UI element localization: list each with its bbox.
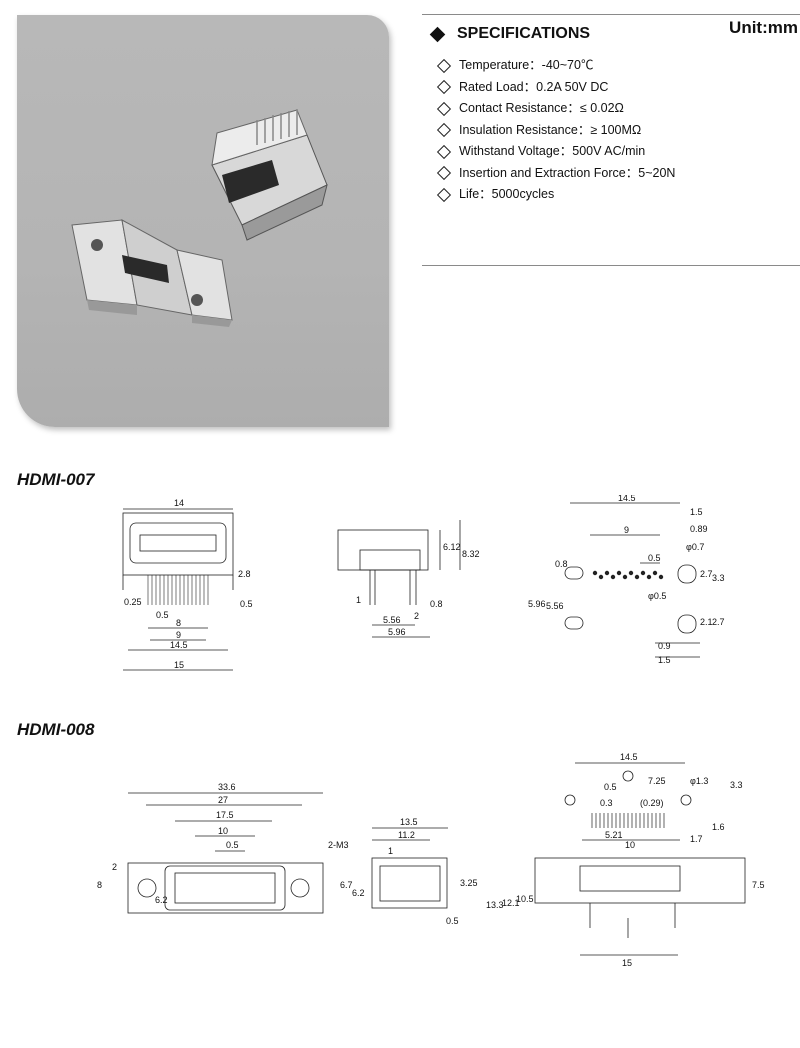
- model-title-hdmi-008: HDMI-008: [17, 720, 95, 739]
- dim-label: 1: [388, 846, 393, 856]
- dim-label: 10.5: [516, 894, 534, 904]
- dim-label: 7.5: [752, 880, 765, 890]
- diamond-bullet-icon: [429, 26, 446, 42]
- dim-label: 15: [174, 660, 184, 670]
- dim-label: 2: [414, 611, 419, 621]
- dim-label: 6.2: [155, 895, 168, 905]
- dim-label: 2.8: [238, 569, 251, 579]
- diamond-outline-icon: [436, 123, 452, 138]
- dim-label: 11.2: [398, 830, 415, 840]
- dim-label: 10: [218, 826, 228, 836]
- dim-label: 6.7: [340, 880, 353, 890]
- dim-label: 0.5: [648, 553, 661, 563]
- dim-label: 0.25: [124, 597, 142, 607]
- dim-label: 13.5: [400, 817, 418, 827]
- dim-label: 0.5: [446, 916, 459, 926]
- dim-label: 3.3: [730, 780, 743, 790]
- spec-item: Rated Load：0.2A 50V DC: [436, 77, 675, 99]
- dim-label: 12.1: [502, 898, 520, 908]
- diamond-outline-icon: [436, 187, 452, 202]
- dim-label: 10: [625, 840, 635, 850]
- dim-label: 33.6: [218, 782, 236, 792]
- dim-label: 1.5: [690, 507, 703, 517]
- dim-label: 5.56: [546, 601, 564, 611]
- dim-label: 0.8: [430, 599, 443, 609]
- diamond-outline-icon: [436, 101, 452, 116]
- dim-label: 0.3: [600, 798, 613, 808]
- diamond-outline-icon: [436, 144, 452, 159]
- product-photo: [17, 15, 389, 427]
- spec-heading: SPECIFICATIONS: [429, 25, 591, 43]
- dim-label: 1.5: [658, 655, 671, 665]
- diamond-outline-icon: [436, 166, 452, 181]
- dim-label: 3.3: [712, 573, 725, 583]
- spec-list: Temperature：-40~70℃ Rated Load：0.2A 50V …: [436, 55, 675, 206]
- model-title-hdmi-007: HDMI-007: [17, 470, 95, 489]
- drawing-hdmi-008: 33.6 27 17.5 10 0.5 2-M3 8 2 6.2 13.5 11…: [97, 752, 765, 968]
- diamond-outline-icon: [436, 58, 452, 73]
- dim-label: 14: [174, 498, 184, 508]
- dim-label: 14.5: [618, 495, 636, 503]
- dim-label: 0.5: [156, 610, 169, 620]
- dim-label: 15: [622, 958, 632, 968]
- connector-illustration: [71, 109, 328, 327]
- dim-label: 9: [624, 525, 629, 535]
- spec-item: Insertion and Extraction Force：5~20N: [436, 163, 675, 185]
- dim-label: 14.5: [170, 640, 188, 650]
- dim-label: 13.3: [486, 900, 504, 910]
- dim-label: 14.5: [620, 752, 638, 762]
- dim-label: 8.32: [462, 549, 480, 559]
- dim-label: φ1.3: [690, 776, 708, 786]
- dim-label: 2-M3: [328, 840, 349, 850]
- dim-label: 2: [112, 862, 117, 872]
- dim-label: 5.21: [605, 830, 623, 840]
- spec-item: Contact Resistance：≤ 0.02Ω: [436, 98, 675, 120]
- dim-label: 1: [356, 595, 361, 605]
- spec-item: Withstand Voltage：500V AC/min: [436, 141, 675, 163]
- dim-label: 27: [218, 795, 228, 805]
- dim-label: 1.7: [690, 834, 703, 844]
- dim-label: 7.25: [648, 776, 666, 786]
- dim-label: 5.56: [383, 615, 401, 625]
- drawing-hdmi-007: 14 2.8 0.25 0.5 0.5 8 9 14.5 15 6.12 8.3…: [122, 495, 725, 671]
- spec-item: Life：5000cycles: [436, 184, 675, 206]
- diamond-outline-icon: [436, 80, 452, 95]
- connector-right-angle: [211, 109, 328, 241]
- dim-label: 0.89: [690, 524, 708, 534]
- dim-label: 6.2: [352, 888, 365, 898]
- unit-label: Unit:mm: [729, 18, 798, 37]
- dim-label: 5.96: [528, 599, 546, 609]
- dim-label: 0.5: [240, 599, 253, 609]
- dim-label: 0.5: [226, 840, 239, 850]
- top-rule: [422, 14, 800, 15]
- dim-label: 0.9: [658, 641, 671, 651]
- dim-label: 3.25: [460, 878, 478, 888]
- dim-label: 5.96: [388, 627, 406, 637]
- dim-label: 8: [176, 618, 181, 628]
- dim-label: 6.12: [443, 542, 461, 552]
- dim-label: 2.7: [712, 617, 725, 627]
- connector-panel-mount: [71, 219, 233, 327]
- spec-bottom-rule: [422, 265, 800, 266]
- dim-label: 0.5: [604, 782, 617, 792]
- spec-title-text: SPECIFICATIONS: [457, 25, 591, 42]
- dim-label: (0.29): [640, 798, 664, 808]
- dim-label: 1.6: [712, 822, 725, 832]
- dim-label: 2.7: [700, 569, 713, 579]
- dim-label: 0.8: [555, 559, 568, 569]
- dim-label: φ0.7: [686, 542, 704, 552]
- dim-label: 17.5: [216, 810, 234, 820]
- spec-item: Temperature：-40~70℃: [436, 55, 675, 77]
- dim-label: 2.1: [700, 617, 713, 627]
- dim-label: 8: [97, 880, 102, 890]
- dim-label: 9: [176, 630, 181, 640]
- spec-item: Insulation Resistance：≥ 100MΩ: [436, 120, 675, 142]
- dim-label: φ0.5: [648, 591, 666, 601]
